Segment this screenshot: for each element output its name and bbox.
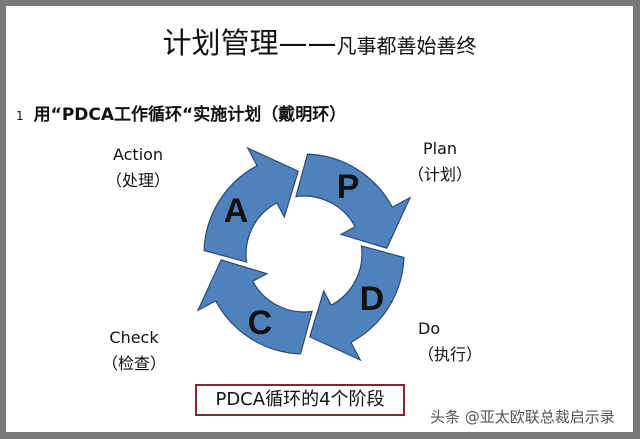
bullet-number: 1 [16, 109, 24, 123]
cycle-arrow-plan [295, 153, 412, 249]
label-action: Action （处理） [106, 142, 170, 194]
cycle-arrow-do [309, 245, 405, 362]
cycle-letter-check: C [248, 304, 273, 342]
label-action-en: Action [112, 145, 164, 164]
title-main: 计划管理—— [162, 26, 337, 60]
label-check: Check （检查） [102, 325, 166, 377]
title-subtitle: 凡事都善始善终 [336, 34, 477, 58]
label-check-zh: （检查） [102, 354, 167, 373]
watermark: 头条 @亚太欧联总裁启示录 [430, 408, 615, 426]
cycle-letter-action: A [224, 192, 249, 230]
caption-box: PDCA循环的4个阶段 [195, 384, 405, 416]
label-check-en: Check [109, 328, 159, 347]
label-do-zh: （执行） [418, 345, 483, 364]
cycle-letter-plan: P [337, 168, 360, 206]
label-plan: Plan （计划） [408, 136, 472, 188]
label-plan-zh: （计划） [408, 165, 473, 184]
label-do-en: Do [418, 319, 441, 338]
cycle-letter-do: D [360, 280, 385, 318]
bullet-point: 1 用“PDCA工作循环“实施计划（戴明环） [16, 100, 346, 125]
bullet-text: 用“PDCA工作循环“实施计划（戴明环） [33, 105, 347, 125]
label-do: Do （执行） [418, 316, 482, 368]
pdca-cycle-diagram: A P D C [196, 146, 412, 362]
cycle-arrow-check [196, 259, 313, 355]
cycle-arrow-action [203, 146, 299, 263]
slide-title: 计划管理——凡事都善始善终 [6, 20, 633, 62]
label-plan-en: Plan [422, 139, 458, 158]
label-action-zh: （处理） [106, 171, 171, 190]
